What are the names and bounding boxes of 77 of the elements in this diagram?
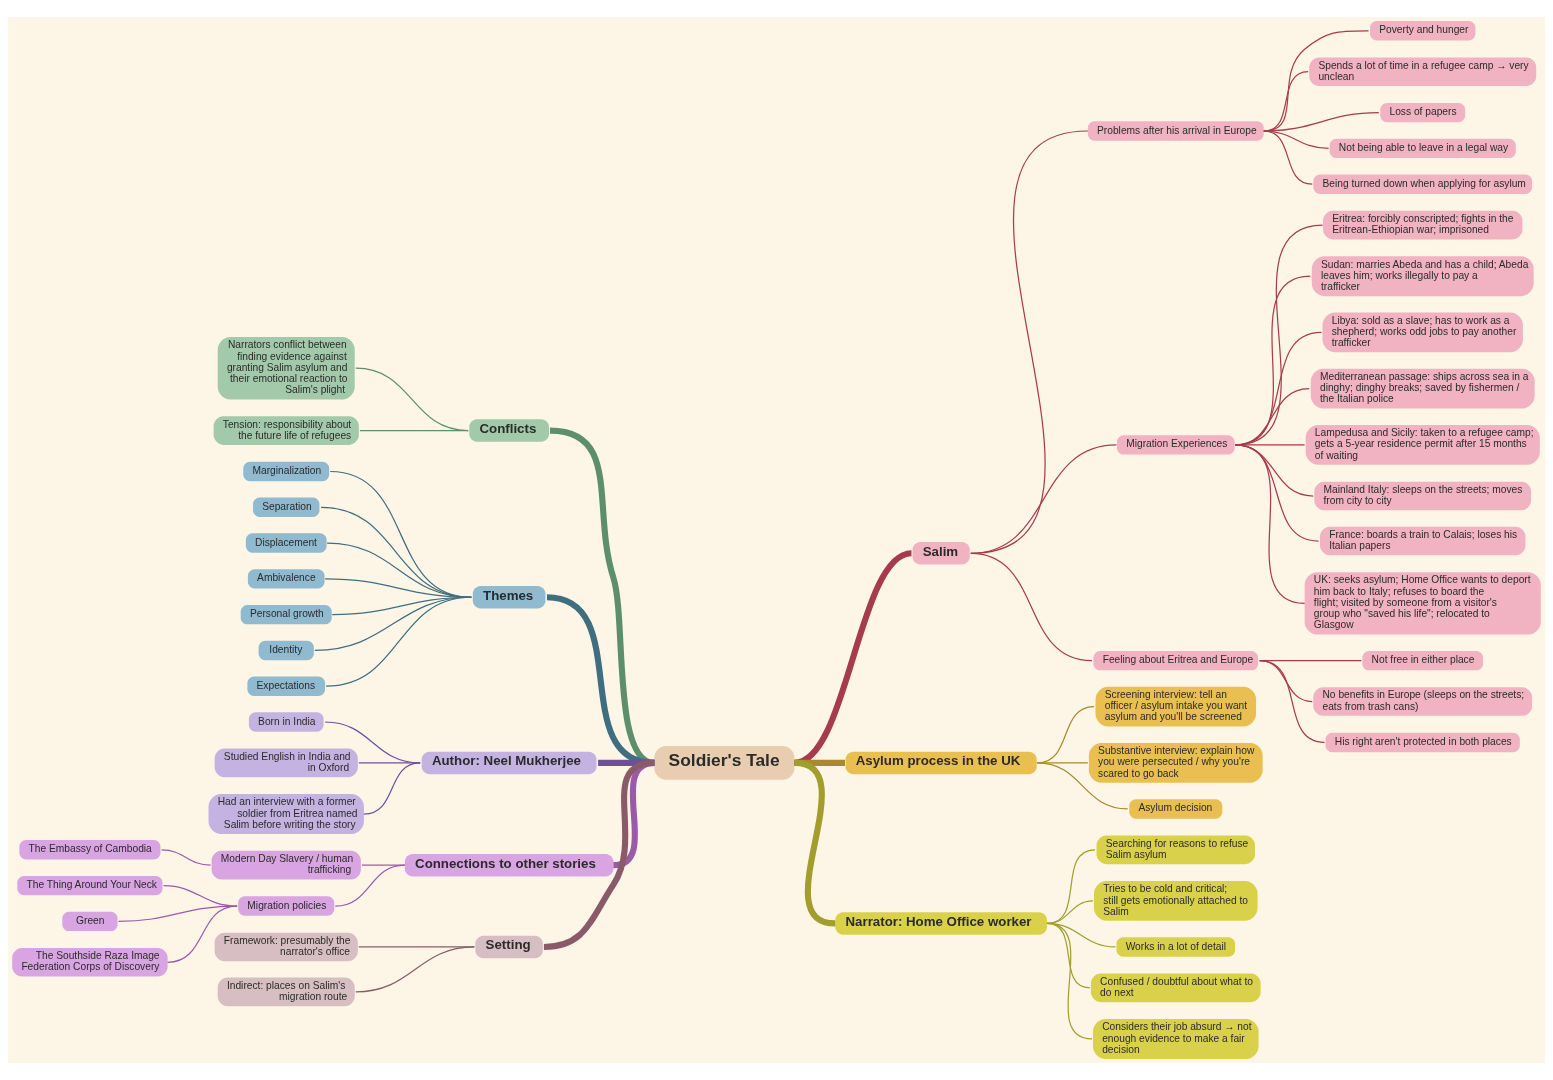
node-box: Studied English in India and in Oxford [214,748,358,778]
node-box: The Thing Around Your Neck [17,875,163,896]
node-box: Feeling about Eritrea and Europe [1093,650,1259,671]
connector [167,905,238,963]
node-box: Narrators conflict between finding evidence against granting Salim asylum and their emotional reaction to Salim's plight [217,337,355,400]
node-box: Screening interview: tell an officer / asylum intake you want asylum and you'll be screened [1095,686,1257,727]
node-box: Tension: responsibility about the future life of refugees [213,416,359,445]
node-box: Setting [475,935,543,959]
node-box: Confused / doubtful about what to do next [1090,973,1261,1003]
connector [117,905,238,922]
connector [325,596,472,687]
node-box: Problems after his arrival in Europe [1087,121,1264,141]
connector [1046,849,1096,925]
node-box: Substantive interview: explain how you were persecuted / why you're scared to go back [1088,742,1263,783]
node-box: Spends a lot of time in a refugee camp → very unclean [1309,57,1537,86]
node-box: Green [62,911,118,932]
node-box: Considers their job absurd → not enough evidence to make a fair decision [1092,1019,1259,1059]
connector [1263,130,1330,149]
node-box: Lampedusa and Sicily: taken to a refugee camp; gets a 5-year residence permit after 15 months of waiting [1305,424,1540,465]
node-box: Marginalization [243,461,330,482]
node-box: Connections to other stories [404,853,614,877]
connector [1263,130,1313,185]
node-box: Being turned down when applying for asylum [1313,174,1533,194]
connector [355,946,475,993]
node-box: Migration Experiences [1117,435,1235,455]
connector [1234,444,1306,604]
node-box: Migration policies [238,896,335,916]
node-box: Framework: presumably the narrator's office [214,932,358,962]
node-box: Searching for reasons to refuse Salim asylum [1096,835,1255,865]
node-box: Loss of papers [1380,102,1466,123]
node-box: Libya: sold as a slave; has to work as a shepherd; works odd jobs to pay another trafficker [1322,312,1523,353]
node-box: Modern Day Slavery / human trafficking [211,850,361,880]
node-box: Ambivalence [247,569,325,589]
node-box: No benefits in Europe (sleeps on the streets; eats from trash cans) [1313,687,1533,716]
node-box: Conflicts [469,419,549,442]
node-box: Salim [912,542,970,565]
node-box: Displacement [245,533,327,553]
connector [361,864,406,866]
connector [359,429,469,432]
connector [160,849,212,866]
node-box: Asylum decision [1129,799,1223,819]
node-box: Personal growth [240,604,332,625]
node-box: France: boards a train to Calais; loses his Italian papers [1319,526,1526,556]
node-box: The Southside Raza Image Federation Corps of Discovery [12,947,168,977]
node-box: Not being able to leave in a legal way [1329,138,1516,159]
connector [970,552,1093,662]
node-box: Born in India [248,712,324,732]
node-box: Indirect: places on Salim's migration route [217,977,355,1007]
node-box: Separation [253,497,320,517]
connector [543,759,655,950]
node-box: Mainland Italy: sleeps on the streets; moves from city to city [1314,481,1532,511]
connector [363,762,421,815]
node-box: Narrator: Home Office worker [835,912,1047,935]
node-box: Eritrea: forcibly conscripted; fights in the Eritrean-Ethiopian war; imprisoned [1323,210,1523,240]
node-box: Poverty and hunger [1370,21,1476,41]
connector [320,506,472,598]
node-box: Mediterranean passage: ships across sea in a dinghy; dinghy breaks; saved by fishermen / the Italian police [1310,368,1535,409]
node-box: Soldier's Tale [654,746,795,780]
node-box: Expectations [247,676,326,696]
connector [334,864,406,907]
node-box: His right aren't protected in both places [1325,732,1520,753]
node-box: Author: Neel Mukherjee [421,751,597,775]
node-box: Asylum process in the UK [845,751,1037,775]
connector [1259,660,1326,744]
node-box: Works in a lot of detail [1116,937,1236,957]
node-box: Themes [472,586,546,609]
node-box: Identity [258,640,314,661]
node-box: The Embassy of Cambodia [19,840,161,860]
node-box: Not free in either place [1362,650,1484,671]
connector [1036,762,1129,810]
node-box: Had an interview with a former soldier from Eritrea named Salim before writing the story [208,794,364,834]
node-box: Tries to be cold and critical; still gets emotionally attached to Salim [1094,881,1258,921]
connector [326,542,472,598]
node-box: Sudan: marries Abeda and has a child; Abeda leaves him; works illegally to pay a trafficker [1311,256,1534,297]
connector [1046,922,1093,1040]
node-box: UK: seeks asylum; Home Office wants to deport him back to Italy; refuses to board the flight; visited by someone from a visitor's group who "saved his life"; relocated to Glasgow [1304,572,1541,635]
connector [355,367,469,432]
